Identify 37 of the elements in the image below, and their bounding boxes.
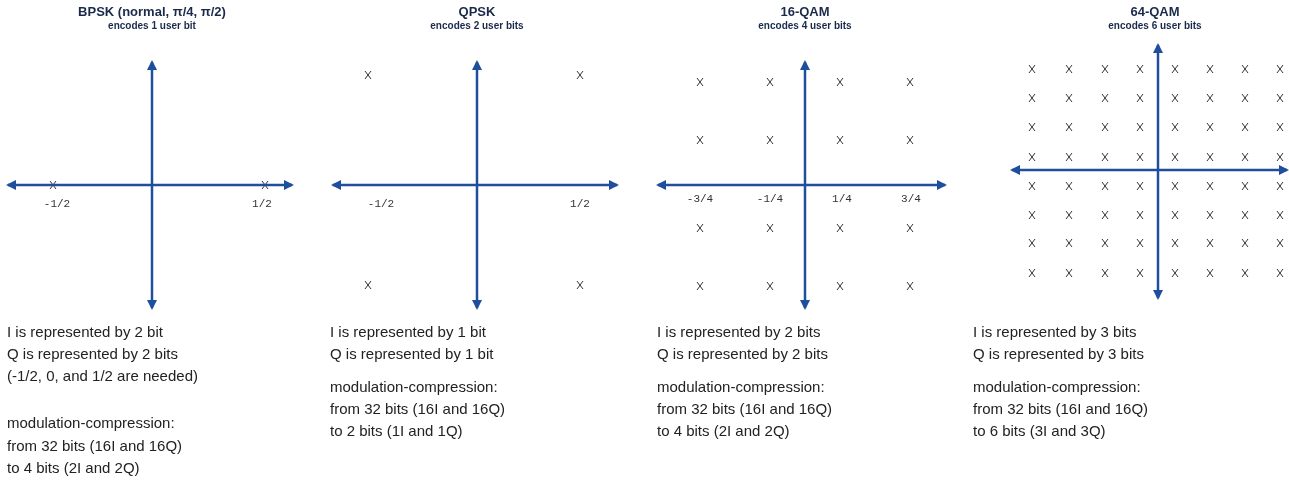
title: BPSK (normal, π/4, π/2) [78,4,226,19]
description-text: to 2 bits (1I and 1Q) [330,422,463,439]
tick-label: 3/4 [901,193,921,205]
description-text: from 32 bits (16I and 16Q) [7,437,183,454]
subtitle: encodes 6 user bits [1108,20,1202,31]
description-text: from 32 bits (16I and 16Q) [657,400,833,417]
tick-label: 1/4 [832,193,852,205]
description-text: Q is represented by 3 bits [973,345,1144,362]
tick-label: -1/4 [756,193,784,205]
title: QPSK [458,4,496,19]
description-text: from 32 bits (16I and 16Q) [330,400,506,417]
title: 64-QAM [1130,4,1180,19]
description-text: modulation-compression: [973,378,1141,395]
tick-label: 1/2 [252,198,272,210]
description-text: I is represented by 3 bits [973,323,1137,340]
title: 16-QAM [780,4,830,19]
description-text: modulation-compression: [330,378,498,395]
tick-label: -3/4 [686,193,714,205]
description-text: I is represented by 2 bit [7,323,163,340]
subtitle: encodes 1 user bit [108,20,196,31]
description-text: modulation-compression: [657,378,825,395]
tick-label: -1/2 [367,198,395,210]
description-text: (-1/2, 0, and 1/2 are needed) [7,367,198,384]
description-text: to 4 bits (2I and 2Q) [7,459,140,476]
description-text: modulation-compression: [7,414,175,431]
description-text: to 6 bits (3I and 3Q) [973,422,1106,439]
subtitle: encodes 4 user bits [758,20,852,31]
tick-label: -1/2 [43,198,71,210]
tick-label: 1/2 [570,198,590,210]
description-text: to 4 bits (2I and 2Q) [657,422,790,439]
description-text: I is represented by 1 bit [330,323,486,340]
description-text: Q is represented by 1 bit [330,345,494,362]
description-text: from 32 bits (16I and 16Q) [973,400,1149,417]
subtitle: encodes 2 user bits [430,20,524,31]
description-text: Q is represented by 2 bits [657,345,828,362]
description-text: Q is represented by 2 bits [7,345,178,362]
description-text: I is represented by 2 bits [657,323,821,340]
